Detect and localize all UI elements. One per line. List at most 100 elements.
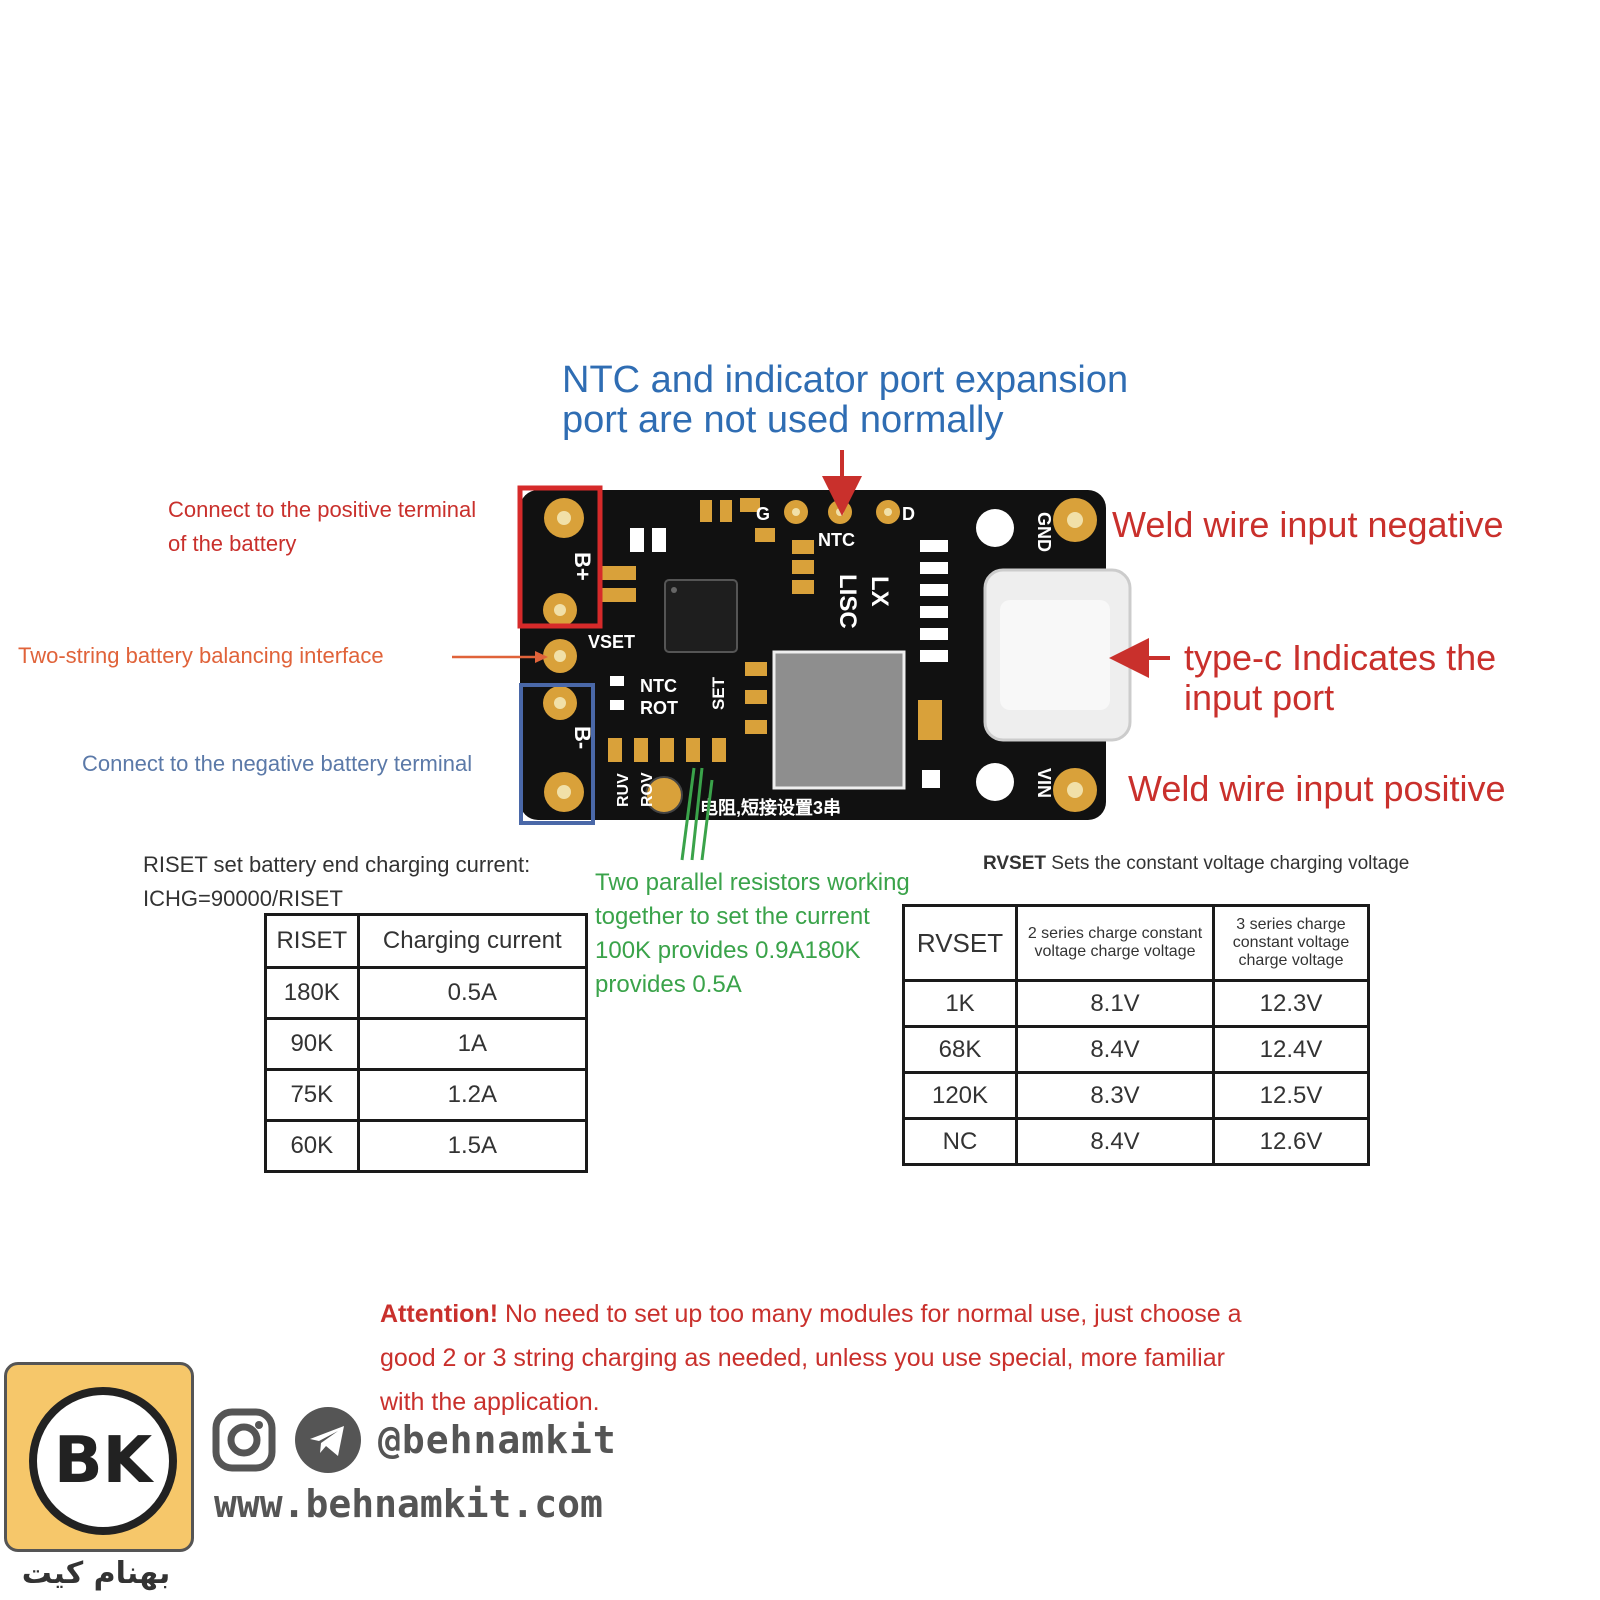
rvset-cell: NC [902, 1117, 1018, 1166]
voltage-2s-cell: 8.3V [1015, 1071, 1215, 1120]
riset-cell: 90K [264, 1017, 360, 1071]
parallel-note-line2: together to set the current [595, 903, 870, 930]
rvset-header-row: RVSET 2 series charge constant voltage c… [902, 904, 1370, 982]
rvset-header-3s: 3 series charge constant voltage charge … [1212, 904, 1370, 982]
balancing-callout: Two-string battery balancing interface [18, 643, 384, 668]
vin-pad [1053, 768, 1097, 812]
pcb-ntc-left-label: NTC [640, 676, 677, 696]
weld-positive-callout: Weld wire input positive [1128, 768, 1506, 809]
inductor [772, 650, 906, 790]
riset-formula: ICHG=90000/RISET [143, 886, 343, 911]
parallel-note-line4: provides 0.5A [595, 971, 742, 998]
mount-hole-bottom [976, 763, 1014, 801]
rvset-header-rvset: RVSET [902, 904, 1018, 982]
attention-line2: good 2 or 3 string charging as needed, u… [380, 1344, 1225, 1372]
table-row: 60K 1.5A [264, 1119, 589, 1173]
riset-title-line1: RISET set battery end charging current: [143, 852, 531, 877]
table-row: 180K 0.5A [264, 966, 589, 1020]
pcb-g-label: G [756, 504, 770, 524]
riset-table: RISET Charging current 180K 0.5A 90K 1A … [264, 913, 589, 1173]
gnd-pad [1053, 498, 1097, 542]
pcb-b-minus-label: B- [570, 726, 595, 749]
riset-header-current: Charging current [356, 913, 589, 969]
pcb-rot-label: ROT [640, 698, 678, 718]
b-plus-highlight-box [517, 485, 603, 629]
rvset-title-rest: Sets the constant voltage charging volta… [1046, 853, 1410, 874]
pcb-lx-label: LX [866, 576, 893, 607]
positive-terminal-callout: Connect to the positive terminal of the … [168, 493, 476, 561]
parallel-note-line1: Two parallel resistors working [595, 869, 910, 896]
voltage-2s-cell: 8.4V [1015, 1025, 1215, 1074]
riset-cell: 180K [264, 966, 360, 1020]
riset-cell: 60K [264, 1119, 360, 1173]
voltage-3s-cell: 12.5V [1212, 1071, 1370, 1120]
ntc-note: NTC and indicator port expansion port ar… [562, 360, 1128, 440]
pcb-vin-label: VIN [1034, 768, 1054, 798]
attention-note: Attention! No need to set up too many mo… [380, 1292, 1242, 1424]
telegram-icon[interactable] [294, 1406, 362, 1474]
ic-chip [664, 579, 738, 653]
pcb-set-label: SET [709, 676, 728, 710]
parallel-resistors-note: Two parallel resistors working together … [595, 866, 910, 1002]
rvset-title: RVSET Sets the constant voltage charging… [983, 853, 1409, 875]
riset-header-row: RISET Charging current [264, 913, 589, 969]
negative-terminal-callout: Connect to the negative battery terminal [82, 751, 473, 776]
b-minus-pad-bottom [544, 772, 584, 812]
voltage-2s-cell: 8.4V [1015, 1117, 1215, 1166]
voltage-3s-cell: 12.3V [1212, 979, 1370, 1028]
attention-label: Attention! [380, 1300, 499, 1328]
riset-cell: 75K [264, 1068, 360, 1122]
current-cell: 1A [356, 1017, 589, 1071]
table-row: 90K 1A [264, 1017, 589, 1071]
positive-terminal-callout-line1: Connect to the positive terminal [168, 497, 477, 522]
attention-line1-text: No need to set up too many modules for n… [498, 1300, 1242, 1328]
g-pad [784, 500, 808, 524]
pcb-ruv-label: RUV [615, 773, 632, 807]
positive-terminal-callout-line2: of the battery [168, 531, 297, 556]
pcb-rov-label: ROV [639, 772, 656, 807]
table-row: 1K 8.1V 12.3V [902, 979, 1370, 1028]
rvset-table: RVSET 2 series charge constant voltage c… [902, 904, 1370, 1166]
brand-handle[interactable]: @behnamkit [378, 1418, 617, 1462]
brand-persian-name: بهنام کیت [21, 1556, 171, 1591]
brand-website[interactable]: www.behnamkit.com [214, 1482, 603, 1526]
voltage-3s-cell: 12.4V [1212, 1025, 1370, 1074]
ntc-pad [828, 500, 852, 524]
b-minus-highlight-box [519, 683, 595, 825]
instagram-icon[interactable] [212, 1408, 276, 1472]
pcb-b-plus-label: B+ [570, 552, 595, 581]
attention-line1: Attention! No need to set up too many mo… [380, 1292, 1242, 1336]
balancing-arrowhead [535, 651, 548, 663]
riset-header-riset: RISET [264, 913, 360, 969]
typec-callout-line2: input port [1184, 677, 1335, 718]
current-cell: 0.5A [356, 966, 589, 1020]
rvset-cell: 1K [902, 979, 1018, 1028]
d-pad [876, 500, 900, 524]
table-row: 120K 8.3V 12.5V [902, 1071, 1370, 1120]
parallel-resistor-arrows [680, 767, 714, 861]
typec-callout-line1: type-c Indicates the [1184, 637, 1497, 678]
b-plus-pad-bottom [543, 593, 577, 627]
pcb-ntc-top-label: NTC [818, 530, 855, 550]
voltage-2s-cell: 8.1V [1015, 979, 1215, 1028]
parallel-note-line3: 100K provides 0.9A180K [595, 937, 861, 964]
rvset-cell: 68K [902, 1025, 1018, 1074]
table-row: 68K 8.4V 12.4V [902, 1025, 1370, 1074]
rvset-header-2s: 2 series charge constant voltage charge … [1015, 904, 1215, 982]
balancing-pad [543, 639, 577, 673]
b-minus-pad-top [543, 686, 577, 720]
trim-potentiometer [645, 776, 683, 814]
b-plus-pad-top [544, 498, 584, 538]
table-row: NC 8.4V 12.6V [902, 1117, 1370, 1166]
rvset-cell: 120K [902, 1071, 1018, 1120]
logo-mark: BK [29, 1387, 177, 1535]
table-row: 75K 1.2A [264, 1068, 589, 1122]
pcb-d-label: D [902, 504, 915, 524]
rvset-title-bold: RVSET [983, 853, 1047, 874]
pcb-board: B+ B- VSET NTC ROT SET RUV ROV G D NTC L… [520, 490, 1132, 820]
current-cell: 1.5A [356, 1119, 589, 1173]
pcb-gnd-label: GND [1034, 512, 1054, 552]
ntc-note-line1: NTC and indicator port expansion [562, 359, 1129, 401]
smd-components [602, 498, 948, 788]
